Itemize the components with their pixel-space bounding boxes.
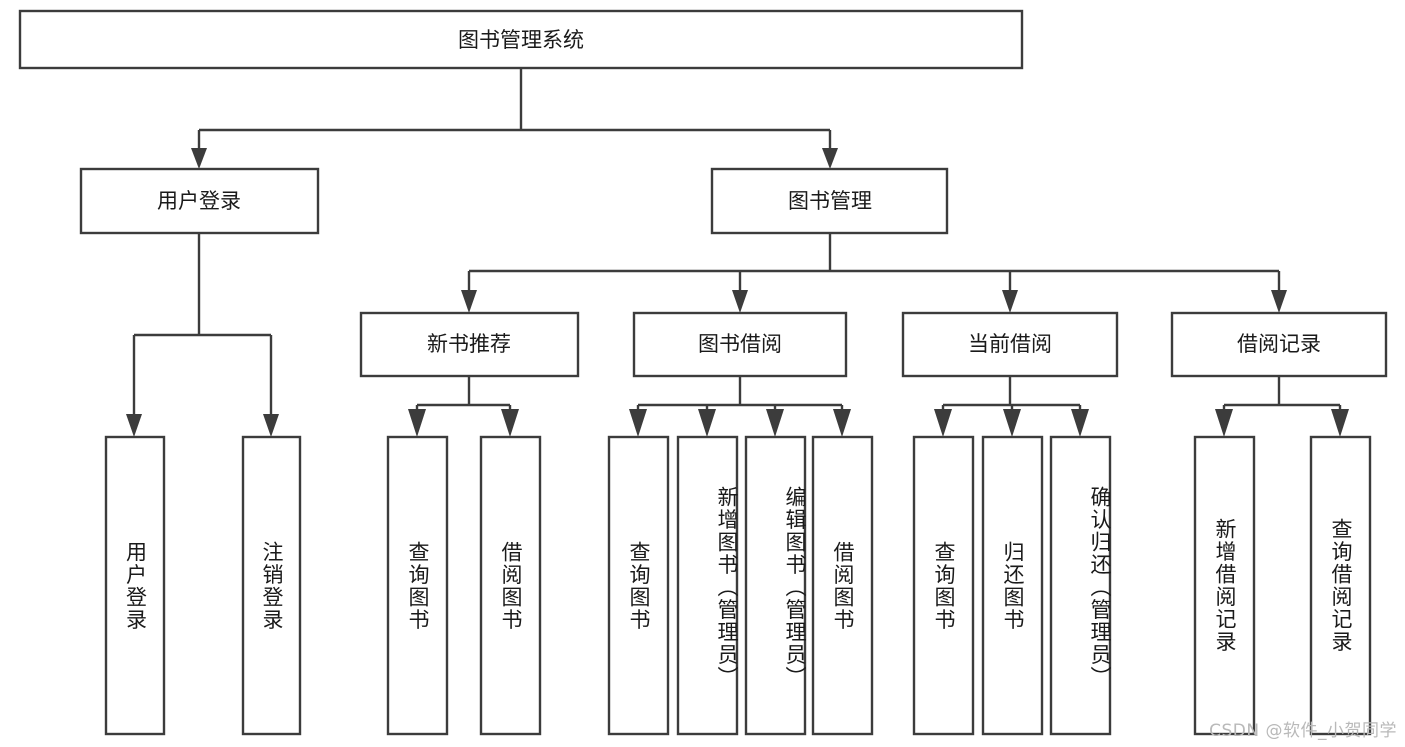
node-borrow-record-label: 借阅记录 xyxy=(1237,332,1321,356)
arrow-to-leaf-query-book-1 xyxy=(408,409,426,437)
node-leaf-query-book-3[interactable] xyxy=(912,435,975,736)
arrow-to-new-book-recommend xyxy=(461,290,477,313)
node-current-borrow[interactable]: 当前借阅 xyxy=(901,311,1119,378)
arrow-to-leaf-query-record xyxy=(1331,409,1349,437)
node-new-book-recommend-label: 新书推荐 xyxy=(427,332,511,356)
node-user-login[interactable]: 用户登录 xyxy=(79,167,320,235)
node-leaf-borrow-book-1[interactable] xyxy=(479,435,542,736)
node-leaf-logout-login[interactable] xyxy=(241,435,302,736)
arrow-to-leaf-add-book xyxy=(698,409,716,437)
node-book-borrow-label: 图书借阅 xyxy=(698,332,782,356)
arrow-to-book-manage xyxy=(822,148,838,169)
csdn-watermark: CSDN @软件_小贺同学 xyxy=(1209,721,1397,741)
arrow-to-leaf-user-login xyxy=(126,414,142,437)
node-leaf-confirm-return[interactable] xyxy=(1049,435,1112,736)
arrow-to-leaf-confirm-return xyxy=(1071,409,1089,437)
arrow-to-user-login xyxy=(191,148,207,169)
nodes-group: 图书管理系统 用户登录 图书管理 新书推荐 图书借阅 当前 xyxy=(18,9,1388,736)
arrow-to-leaf-logout-login xyxy=(263,414,279,437)
node-leaf-query-record[interactable] xyxy=(1309,435,1372,736)
node-leaf-add-record[interactable] xyxy=(1193,435,1256,736)
node-leaf-add-book[interactable] xyxy=(676,435,739,736)
node-leaf-query-book-2[interactable] xyxy=(607,435,670,736)
node-leaf-user-login[interactable] xyxy=(104,435,166,736)
arrow-to-leaf-query-book-3 xyxy=(934,409,952,437)
node-leaf-edit-book[interactable] xyxy=(744,435,807,736)
node-user-login-label: 用户登录 xyxy=(157,189,241,213)
node-root[interactable]: 图书管理系统 xyxy=(18,9,1024,70)
node-new-book-recommend[interactable]: 新书推荐 xyxy=(359,311,580,378)
arrow-to-leaf-borrow-book-2 xyxy=(833,409,851,437)
node-leaf-return-book[interactable] xyxy=(981,435,1044,736)
arrow-to-borrow-record xyxy=(1271,290,1287,313)
node-root-label: 图书管理系统 xyxy=(458,28,584,52)
node-book-manage-label: 图书管理 xyxy=(788,189,872,213)
node-book-borrow[interactable]: 图书借阅 xyxy=(632,311,848,378)
connectors-group xyxy=(126,68,1349,437)
arrow-to-leaf-return-book xyxy=(1003,409,1021,437)
node-leaf-borrow-book-2[interactable] xyxy=(811,435,874,736)
node-borrow-record[interactable]: 借阅记录 xyxy=(1170,311,1388,378)
arrow-to-leaf-add-record xyxy=(1215,409,1233,437)
node-leaf-query-book-1[interactable] xyxy=(386,435,449,736)
arrow-to-book-borrow xyxy=(732,290,748,313)
node-book-manage[interactable]: 图书管理 xyxy=(710,167,949,235)
arrow-to-leaf-query-book-2 xyxy=(629,409,647,437)
arrow-to-current-borrow xyxy=(1002,290,1018,313)
arrow-to-leaf-edit-book xyxy=(766,409,784,437)
node-current-borrow-label: 当前借阅 xyxy=(968,332,1052,356)
arrow-to-leaf-borrow-book-1 xyxy=(501,409,519,437)
